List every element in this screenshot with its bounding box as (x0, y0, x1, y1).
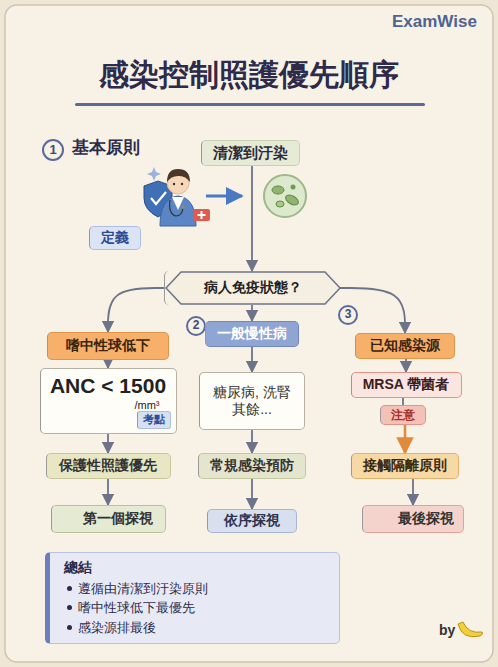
stethoscope-bell (181, 205, 185, 209)
criteria-box: ANC < 1500/mm³考點 (40, 368, 177, 434)
decision-diamond: 病人免疫狀態？ (164, 271, 340, 305)
result-box: 最後探視 (362, 505, 464, 533)
node-text: 病人免疫狀態？ (204, 279, 302, 297)
callout-number-wrap: 2 (186, 316, 206, 336)
bacterium (272, 186, 284, 194)
summary-bullet: 遵循由清潔到汙染原則 (64, 579, 208, 599)
bacterium (291, 185, 296, 190)
tag-box: 定義 (89, 226, 141, 250)
section-heading: 基本原則 (72, 139, 140, 158)
node-text: 注意 (391, 408, 415, 423)
action-box: 保護性照護優先 (46, 453, 171, 479)
node-text: 最後探視 (398, 510, 454, 528)
node-text: 接觸隔離原則 (363, 457, 447, 475)
summary-bullet: 嗜中性球低下最優先 (64, 598, 195, 618)
bacteria-dish (264, 175, 306, 217)
category-box: 已知感染源 (355, 333, 455, 359)
bacterium (284, 193, 300, 207)
result-box: 第一個探視 (51, 505, 166, 533)
bacterium (276, 201, 284, 207)
node-text: 糖尿病, 洗腎 其餘... (210, 384, 294, 419)
medical-kit (193, 209, 210, 221)
node-text: 保護性照護優先 (59, 457, 157, 475)
flow-connector (405, 359, 407, 372)
sparkle (147, 167, 161, 181)
node-text: 依序探視 (224, 512, 280, 530)
flow-connector (251, 305, 253, 321)
flow-connector (251, 166, 253, 271)
example-box: 糖尿病, 洗腎 其餘... (199, 372, 305, 430)
callout-number: 2 (193, 319, 200, 332)
brand-name: ExamWise (392, 13, 477, 32)
flow-connector (340, 288, 405, 333)
nurse-hair (167, 169, 190, 182)
summary-heading: 總結 (64, 559, 92, 577)
diamond-shape (166, 272, 340, 304)
example-box: MRSA 帶菌者 (351, 372, 462, 398)
callout-number: 1 (49, 143, 56, 157)
result-box: 依序探視 (207, 509, 297, 533)
flow-arrow (206, 195, 242, 198)
flow-connector (404, 425, 407, 453)
flow-connector (402, 398, 404, 405)
flow-connector (108, 288, 164, 332)
callout-number-wrap: 1 (42, 139, 64, 161)
node-text: 常規感染預防 (210, 457, 294, 475)
diagram-title: 感染控制照護優先順序 (0, 56, 498, 94)
threshold-value: ANC < 1500 (50, 373, 166, 399)
flow-connector (107, 360, 109, 368)
node-text: 清潔到汙染 (213, 144, 288, 163)
callout-number: 3 (345, 308, 352, 321)
nurse-eye (173, 183, 175, 185)
paper-panel (5, 5, 493, 662)
callout-number-wrap: 3 (338, 305, 358, 325)
flow-connector (107, 434, 109, 453)
action-box: 常規感染預防 (198, 453, 306, 479)
concept-box: 清潔到汙染 (201, 140, 300, 166)
exam-tag: 考點 (137, 411, 171, 429)
node-text: 定義 (101, 229, 129, 247)
stethoscope (170, 200, 183, 216)
title-wrap: 感染控制照護優先順序 (0, 56, 498, 94)
category-box: 一般慢性病 (205, 321, 299, 347)
signature-wrap: by (439, 623, 455, 638)
caution-tag: 注意 (380, 405, 426, 425)
node-text: 考點 (143, 413, 165, 427)
shield-check (151, 192, 166, 204)
brand-name-wrap: ExamWise (392, 13, 477, 32)
flow-connector (251, 347, 253, 372)
category-box: 嗜中性球低下 (47, 332, 169, 360)
nurse-eye (181, 183, 183, 185)
action-box: 接觸隔離原則 (351, 453, 459, 479)
flow-connector (251, 479, 253, 509)
nurse-coat (160, 196, 196, 226)
kit-cross (198, 211, 206, 219)
title-underline (75, 103, 425, 106)
nurse-collar (172, 197, 184, 210)
node-text: 嗜中性球低下 (66, 337, 150, 355)
node-text: 第一個探視 (83, 510, 153, 528)
banana-icon (458, 622, 483, 637)
summary-bullet: 感染源排最後 (64, 618, 156, 638)
summary-panel: 總結遵循由清潔到汙染原則嗜中性球低下最優先感染源排最後 (45, 552, 340, 644)
flow-connector (251, 430, 253, 453)
signature: by (439, 623, 455, 638)
section-heading-wrap: 基本原則 (72, 139, 140, 158)
node-text: 一般慢性病 (217, 325, 287, 343)
flow-connector (107, 479, 109, 505)
flow-connector (412, 479, 414, 505)
node-text: 已知感染源 (370, 337, 440, 355)
node-text: MRSA 帶菌者 (363, 376, 450, 394)
